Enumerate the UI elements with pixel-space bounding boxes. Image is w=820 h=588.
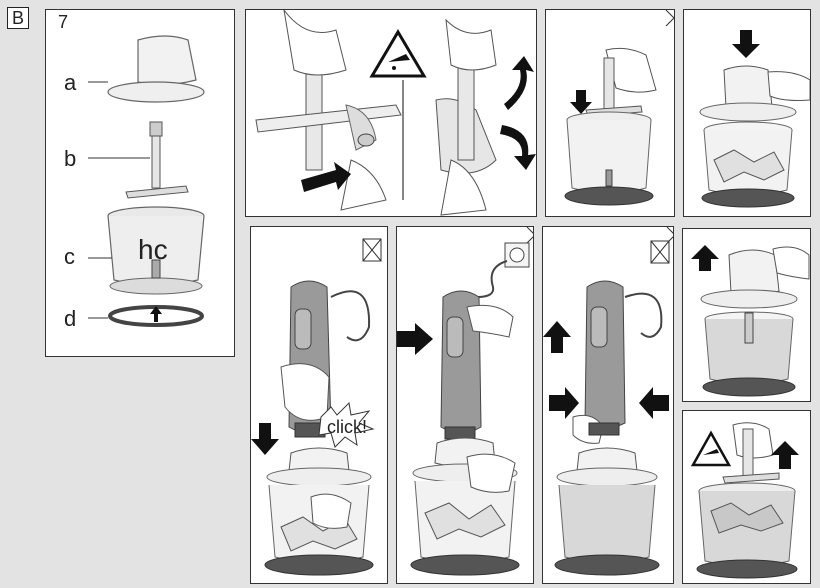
arrow-icon	[251, 423, 279, 455]
parts-illustration	[46, 10, 235, 357]
remove-motor-illustration	[543, 227, 674, 584]
insert-blade-illustration	[546, 10, 675, 217]
arrow-icon	[543, 321, 571, 353]
remove-blade-illustration	[683, 411, 811, 584]
parts-overview-panel: 7 a b c hc d	[45, 9, 235, 357]
arrow-icon	[397, 323, 433, 355]
part-label-a: a	[64, 70, 76, 96]
arrow-icon	[771, 441, 799, 469]
panel-fill-bowl	[683, 9, 811, 217]
panel-plug-press	[396, 226, 534, 584]
section-label: B	[7, 7, 29, 29]
fill-bowl-illustration	[684, 10, 811, 217]
blade-removal-illustration	[246, 10, 537, 217]
arrow-icon	[500, 125, 536, 170]
arrow-icon	[639, 387, 669, 419]
attach-motor-illustration	[251, 227, 388, 584]
blade-warning-icon	[693, 433, 729, 465]
panel-remove-lid	[682, 228, 811, 402]
panel-insert-blade	[545, 9, 675, 217]
panel-remove-blade	[682, 410, 811, 584]
part-label-d: d	[64, 306, 76, 332]
panel-blade-removal	[245, 9, 537, 217]
panel-attach-motor: click!	[250, 226, 388, 584]
arrow-icon	[549, 387, 579, 419]
power-plug-icon	[505, 243, 529, 267]
arrow-icon	[504, 56, 534, 110]
arrow-icon	[691, 245, 719, 271]
plug-press-illustration	[397, 227, 534, 584]
remove-lid-illustration	[683, 229, 811, 402]
blade-warning-icon	[372, 32, 424, 76]
part-label-c: c	[64, 244, 75, 270]
click-label: click!	[327, 417, 367, 438]
no-dishwasher-icon	[363, 239, 381, 261]
no-dishwasher-icon	[651, 241, 669, 263]
part-label-b: b	[64, 146, 76, 172]
part-label-hc: hc	[138, 234, 168, 266]
arrow-icon	[732, 30, 760, 58]
panel-remove-motor	[542, 226, 674, 584]
